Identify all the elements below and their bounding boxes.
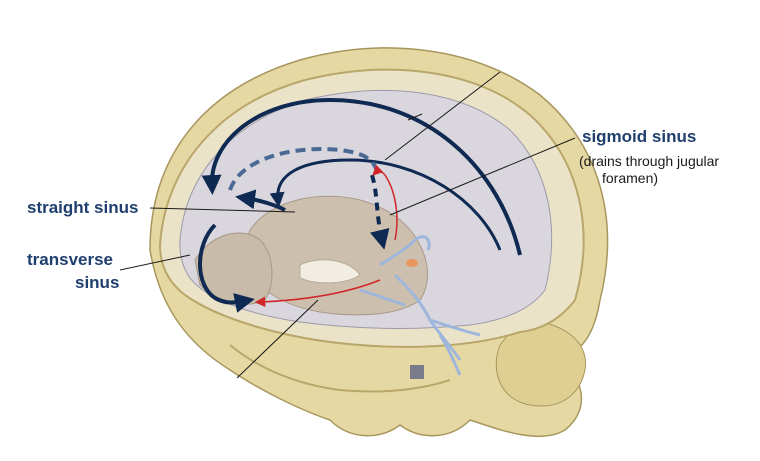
label-transverse-line2: sinus [75, 273, 120, 292]
label-transverse-line1: transverse [27, 250, 114, 269]
dashed-flow-arrow [228, 147, 380, 191]
label-sigmoid-note-1: (drains through jugular [579, 153, 720, 169]
label-sigmoid-sinus: sigmoid sinus [582, 127, 697, 146]
label-straight-sinus: straight sinus [27, 198, 139, 217]
red-flow-arrow [372, 164, 398, 241]
foramen-magnum [299, 259, 361, 284]
small-foramen [410, 365, 424, 379]
orange-structure [406, 259, 418, 267]
jugular-veins [359, 235, 481, 376]
label-sigmoid-note-2: foramen) [602, 170, 659, 186]
skull-lower-ridge [229, 344, 451, 393]
leader-lines [119, 71, 576, 379]
inferior-flow-arrow [269, 158, 502, 251]
superior-sagittal-flow-arrow [201, 97, 522, 256]
transverse-flow-arrow [198, 223, 255, 313]
straight-sinus-flow-arrow [235, 189, 286, 212]
skull-face [495, 319, 587, 407]
red-flow-arrow-lower [254, 279, 381, 308]
sigmoid-dashed-arrow [369, 174, 390, 250]
